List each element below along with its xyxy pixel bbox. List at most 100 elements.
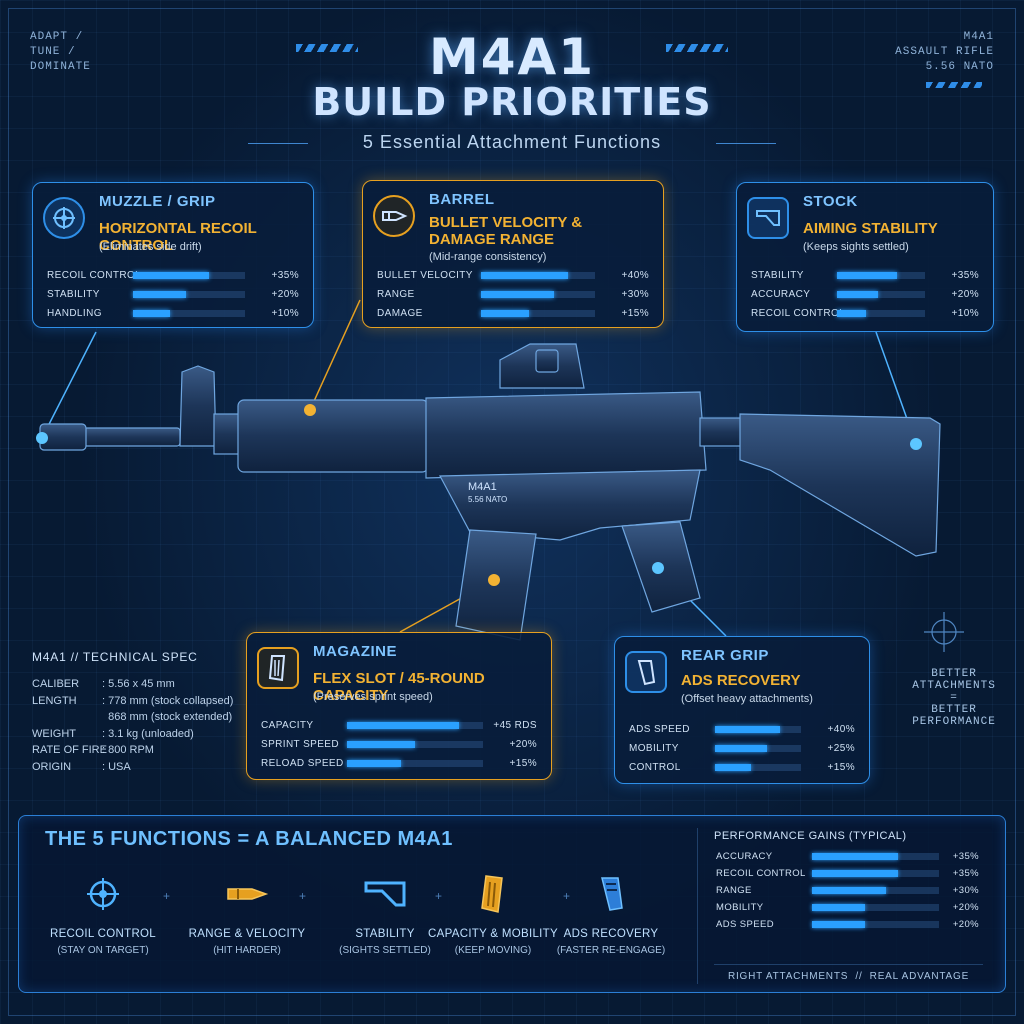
perf-value: +20% <box>952 902 979 913</box>
function-item: STABILITY (SIGHTS SETTLED) <box>315 874 455 956</box>
stat-value: +45 RDS <box>493 720 537 731</box>
function-item: ADS RECOVERY (FASTER RE-ENGAGE) <box>541 874 681 956</box>
stat-label: STABILITY <box>751 270 804 281</box>
performance-footer: RIGHT ATTACHMENTS // REAL ADVANTAGE <box>714 964 983 982</box>
perf-row: RANGE+30% <box>716 884 979 898</box>
stock-card: STOCK AIMING STABILITY (Keeps sights set… <box>736 182 994 332</box>
stat-track <box>133 291 245 298</box>
side-note-line: ATTACHMENTS <box>912 680 996 692</box>
stat-label: HANDLING <box>47 308 102 319</box>
plus-separator: + <box>163 889 171 903</box>
stat-label: ADS SPEED <box>629 724 690 735</box>
corner-tagline: ADAPT / TUNE / DOMINATE <box>30 30 91 75</box>
perf-label: ADS SPEED <box>716 919 774 930</box>
stat-fill <box>837 272 897 279</box>
magazine-icon <box>257 647 299 689</box>
grip-icon <box>625 651 667 693</box>
perf-row: RECOIL CONTROL+35% <box>716 867 979 881</box>
crosshair-icon <box>43 197 85 239</box>
corner-tag-adapt: ADAPT / <box>30 31 84 43</box>
stat-label: RANGE <box>377 289 415 300</box>
bullet-icon <box>222 874 272 914</box>
functions-title: THE 5 FUNCTIONS = A BALANCED M4A1 <box>45 828 453 850</box>
perf-fill <box>812 870 899 877</box>
card-function: FLEX SLOT / 45-ROUND CAPACITY <box>313 670 485 704</box>
stat-value: +35% <box>951 270 979 281</box>
card-function: AIMING STABILITY <box>803 220 938 237</box>
stat-track <box>837 310 925 317</box>
stat-row: DAMAGE+15% <box>377 307 649 321</box>
perf-track <box>812 921 939 928</box>
spec-value: : 778 mm (stock collapsed) <box>102 694 234 707</box>
corner-tag-tune: TUNE / <box>30 46 76 58</box>
card-heading: STOCK <box>803 193 858 210</box>
function-item: RECOIL CONTROL (STAY ON TARGET) <box>33 874 173 956</box>
card-note: (Keeps sights settled) <box>803 241 909 253</box>
stat-fill <box>133 272 210 279</box>
page-tagline: 5 Essential Attachment Functions <box>362 132 662 152</box>
spec-key: RATE OF FIRE <box>32 744 107 756</box>
card-heading: MAGAZINE <box>313 643 397 660</box>
perf-fill <box>812 904 866 911</box>
stat-value: +15% <box>621 308 649 319</box>
page-title: M4A1 <box>428 28 596 86</box>
stat-track <box>481 272 595 279</box>
spec-row: LENGTH: 778 mm (stock collapsed) <box>32 695 242 712</box>
perf-row: MOBILITY+20% <box>716 901 979 915</box>
side-note-line: BETTER <box>931 704 977 716</box>
stat-value: +10% <box>271 308 299 319</box>
side-note-line: PERFORMANCE <box>912 716 996 728</box>
function-label: CAPACITY & MOBILITY <box>428 928 558 940</box>
side-note: BETTER ATTACHMENTS = BETTER PERFORMANCE <box>888 668 1020 728</box>
corner-weapon-id: M4A1 ASSAULT RIFLE 5.56 NATO <box>895 30 994 75</box>
function-item: RANGE & VELOCITY (HIT HARDER) <box>177 874 317 956</box>
stat-value: +15% <box>509 758 537 769</box>
tagline-rule-right <box>716 143 776 144</box>
spec-key: WEIGHT <box>32 727 76 740</box>
stat-track <box>133 272 245 279</box>
plus-separator: + <box>563 889 571 903</box>
stock-icon <box>747 197 789 239</box>
spec-value: : USA <box>102 760 131 773</box>
stat-row: CAPACITY +45 RDS <box>261 719 537 733</box>
spec-row: WEIGHT: 3.1 kg (unloaded) <box>32 728 242 745</box>
stat-row: RECOIL CONTROL+35% <box>47 269 299 283</box>
card-note: (Mid-range consistency) <box>429 251 547 263</box>
stat-row: RELOAD SPEED+15% <box>261 757 537 771</box>
stat-label: CAPACITY <box>261 720 314 731</box>
stat-track <box>481 310 595 317</box>
function-sub: (KEEP MOVING) <box>454 945 532 956</box>
spec-row: CALIBER: 5.56 x 45 mm <box>32 678 242 695</box>
hash-decor-left <box>296 44 358 52</box>
stat-fill <box>481 272 568 279</box>
functions-panel: THE 5 FUNCTIONS = A BALANCED M4A1 RECOIL… <box>18 815 1006 993</box>
stat-track <box>715 764 801 771</box>
perf-label: RECOIL CONTROL <box>716 868 806 879</box>
corner-model: M4A1 <box>963 31 994 43</box>
stat-fill <box>133 310 170 317</box>
stat-value: +35% <box>271 270 299 281</box>
stat-row: ACCURACY+20% <box>751 288 979 302</box>
performance-gains: PERFORMANCE GAINS (TYPICAL) ACCURACY+35%… <box>697 828 993 984</box>
corner-caliber: 5.56 NATO <box>925 61 994 73</box>
stat-fill <box>715 764 752 771</box>
function-sub: (SIGHTS SETTLED) <box>339 945 431 956</box>
stat-row: STABILITY +35% <box>751 269 979 283</box>
stat-value: +20% <box>509 739 537 750</box>
function-label: STABILITY <box>355 928 415 940</box>
stat-value: +15% <box>827 762 855 773</box>
magazine-card: MAGAZINE FLEX SLOT / 45-ROUND CAPACITY (… <box>246 632 552 780</box>
spec-value: : 800 RPM <box>102 744 154 756</box>
card-heading: BARREL <box>429 191 495 208</box>
stat-value: +10% <box>951 308 979 319</box>
technical-spec: M4A1 // TECHNICAL SPEC CALIBER: 5.56 x 4… <box>32 650 242 777</box>
stat-fill <box>837 310 867 317</box>
function-item: CAPACITY & MOBILITY (KEEP MOVING) <box>423 874 563 956</box>
perf-track <box>812 870 939 877</box>
grip-icon <box>586 874 636 914</box>
stat-track <box>347 741 483 748</box>
function-label: ADS RECOVERY <box>563 928 659 940</box>
card-note: (Preserves sprint speed) <box>313 691 433 703</box>
stat-row: BULLET VELOCITY+40% <box>377 269 649 283</box>
function-label: RECOIL CONTROL <box>49 928 156 940</box>
